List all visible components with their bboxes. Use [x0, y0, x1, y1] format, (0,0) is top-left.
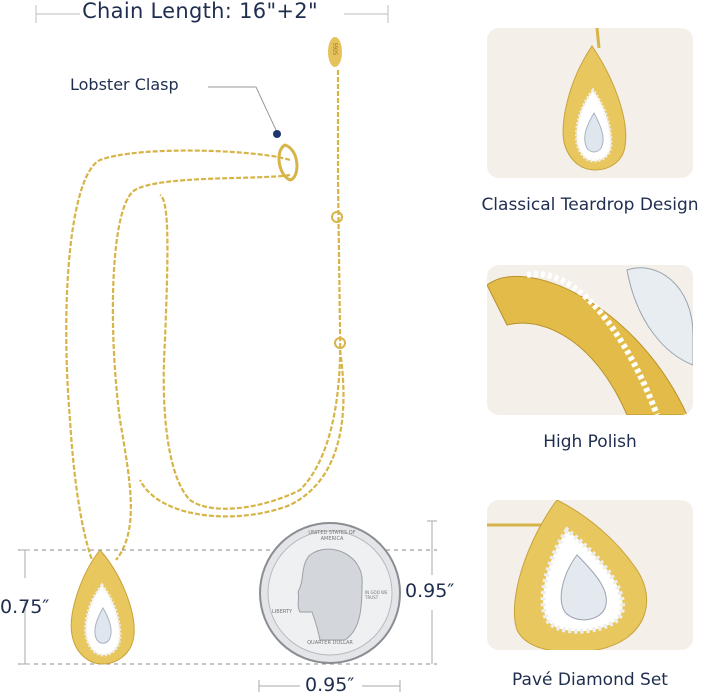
- coin-width-label: 0.95″: [305, 674, 355, 696]
- chain-length-guide: [35, 5, 389, 23]
- feature-caption: Classical Teardrop Design: [481, 195, 699, 215]
- lobster-clasp-icon: [277, 143, 299, 182]
- tag-text: S925: [331, 42, 338, 56]
- coin-bottom-text: QUARTER DOLLAR: [307, 640, 353, 646]
- quarter-coin: [259, 522, 401, 664]
- chain-length-title: Chain Length: 16"+2": [82, 0, 318, 23]
- coin-liberty-text: LIBERTY: [272, 609, 293, 615]
- feature-image-high-polish: [487, 265, 693, 415]
- feature-caption: Pavé Diamond Set: [512, 670, 668, 690]
- extender-ring: [331, 211, 343, 223]
- coin-height-label: 0.95″: [405, 580, 455, 602]
- pendant-height-label: 0.75″: [0, 596, 50, 618]
- s925-tag: [328, 37, 342, 67]
- clasp-marker-dot: [273, 130, 281, 138]
- dimension-ticks: [20, 520, 437, 692]
- teardrop-pendant: [70, 549, 135, 665]
- coin-motto-text: IN GOD WE TRUST: [365, 590, 388, 600]
- feature-caption: High Polish: [543, 432, 637, 452]
- clasp-leader-line: [208, 86, 277, 131]
- dimension-guides: [18, 549, 437, 665]
- coin-top-text: UNITED STATES OF AMERICA: [308, 530, 356, 542]
- extender-ring: [334, 337, 346, 349]
- lobster-clasp-label: Lobster Clasp: [70, 75, 179, 94]
- feature-image-pave-diamond: [487, 500, 693, 650]
- feature-image-teardrop: [487, 28, 693, 178]
- chain: [65, 70, 345, 561]
